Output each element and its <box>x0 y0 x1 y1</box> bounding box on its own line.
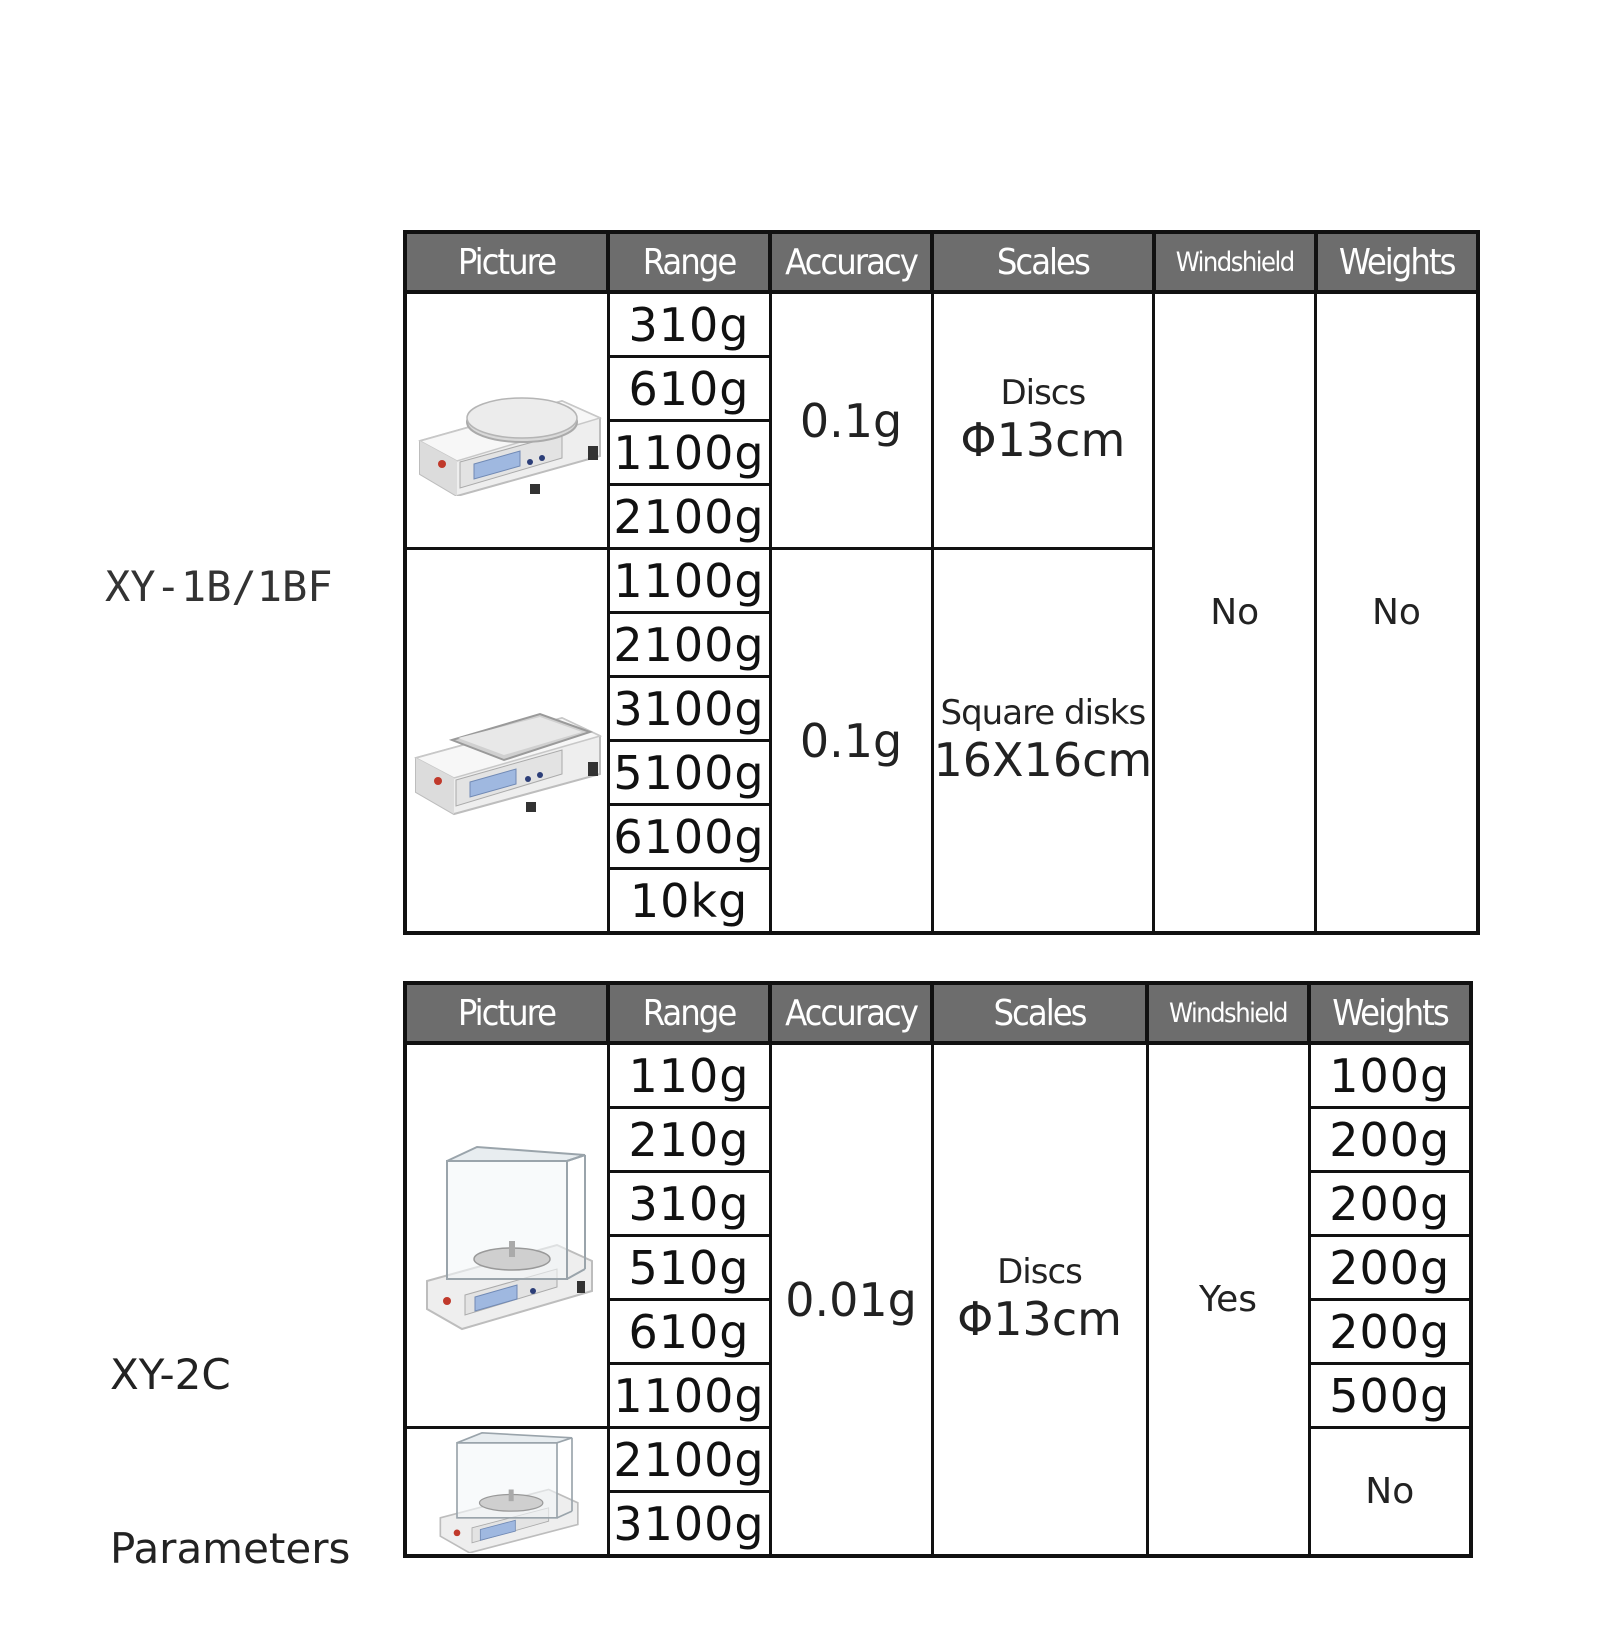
header-weights: Weights <box>1307 981 1473 1045</box>
range-cell: 510g <box>606 1234 772 1301</box>
range-cell: 610g <box>606 1298 772 1365</box>
table-row: 210g 200g <box>405 1106 1473 1173</box>
table-row: 510g 200g <box>405 1234 1473 1301</box>
table-row: 1100g 0.1g Square disks 16X16cm <box>403 547 1478 935</box>
range-cell: 3100g <box>606 1490 772 1558</box>
header-picture: Picture <box>403 230 610 294</box>
range-cell: 210g <box>606 1106 772 1173</box>
windshield-scale-icon <box>425 1145 593 1330</box>
table-row: 310g 0.1g Discs Φ13cm No No <box>403 290 1480 935</box>
range-cell: 1100g <box>606 419 772 486</box>
scales-cell: Square disks 16X16cm <box>930 547 1156 935</box>
range-cell: 310g <box>606 290 772 358</box>
table-row: 310g 200g <box>405 1170 1473 1237</box>
range-cell: 10kg <box>606 867 772 935</box>
scales-size: 16X16cm <box>933 733 1153 788</box>
table-row: 3100g <box>405 1490 1471 1558</box>
header-picture: Picture <box>403 981 610 1045</box>
model-label-xy-2c-line2: Parameters <box>110 1524 351 1573</box>
accuracy-cell: 0.1g <box>768 547 934 935</box>
model-label-xy-2c-line1: XY-2C <box>110 1350 231 1399</box>
range-cell: 1100g <box>606 1362 772 1429</box>
picture-cell <box>403 290 610 550</box>
scales-type: Discs <box>997 1251 1083 1292</box>
range-cell: 2100g <box>606 483 772 550</box>
range-cell: 2100g <box>606 611 772 678</box>
weight-cell: 200g <box>1307 1298 1473 1365</box>
table-row: 110g 0.01g Discs Φ13cm Yes 100g <box>403 1041 1473 1558</box>
scales-size: Φ13cm <box>957 1292 1122 1347</box>
table-row: 3100g <box>405 675 1478 742</box>
weight-cell: No <box>1307 1426 1473 1558</box>
header-windshield: Windshield <box>1145 981 1311 1045</box>
spec-table-xy-1b: Picture Range Accuracy Scales Windshield… <box>403 230 1480 935</box>
table-row: 1100g <box>405 419 1478 486</box>
model-label-xy-2c: XY-2C Parameters <box>110 1230 350 1636</box>
range-cell: 610g <box>606 355 772 422</box>
accuracy-cell: 0.1g <box>768 290 934 550</box>
table-row: 2100g <box>405 483 1478 550</box>
header-range: Range <box>606 981 772 1045</box>
weight-cell: 200g <box>1307 1234 1473 1301</box>
weights-cell: No <box>1314 290 1480 935</box>
round-pan-scale-icon <box>417 396 602 496</box>
range-cell: 3100g <box>606 675 772 742</box>
table-row: 2100g <box>405 611 1478 678</box>
windshield-cell: Yes <box>1145 1041 1311 1558</box>
header-weights: Weights <box>1313 230 1480 294</box>
weight-cell: 100g <box>1307 1041 1473 1109</box>
windshield-cell: No <box>1152 290 1318 935</box>
table-row: 6100g <box>405 803 1478 870</box>
range-cell: 5100g <box>606 739 772 806</box>
weight-cell: 200g <box>1307 1106 1473 1173</box>
model-label-xy-1b: XY-1B/1BF <box>105 562 333 611</box>
picture-cell <box>403 1041 610 1429</box>
table-row: 1100g 500g <box>405 1362 1473 1429</box>
scales-type: Discs <box>1000 372 1086 413</box>
range-cell: 310g <box>606 1170 772 1237</box>
table-row: 610g 200g <box>405 1298 1473 1365</box>
square-pan-scale-icon <box>413 712 602 815</box>
scales-size: Φ13cm <box>960 413 1126 468</box>
table-row: 2100g No <box>403 1426 1473 1558</box>
range-cell: 2100g <box>606 1426 772 1493</box>
table-row: 610g <box>405 355 1478 422</box>
header-accuracy: Accuracy <box>768 230 934 294</box>
range-cell: 6100g <box>606 803 772 870</box>
header-scales: Scales <box>930 230 1156 294</box>
range-cell: 1100g <box>606 547 772 614</box>
picture-cell <box>403 547 610 935</box>
weight-cell: 200g <box>1307 1170 1473 1237</box>
range-cell: 110g <box>606 1041 772 1109</box>
table-row: 5100g <box>405 739 1478 806</box>
weight-cell: 500g <box>1307 1362 1473 1429</box>
scales-cell: Discs Φ13cm <box>930 1041 1149 1558</box>
header-windshield: Windshield <box>1151 230 1318 294</box>
header-accuracy: Accuracy <box>768 981 934 1045</box>
accuracy-cell: 0.01g <box>768 1041 934 1558</box>
spec-table-xy-2c: Picture Range Accuracy Scales Windshield… <box>403 981 1473 1558</box>
windshield-scale-icon <box>439 1431 579 1553</box>
table-row: 10kg <box>405 867 1478 935</box>
scales-cell: Discs Φ13cm <box>930 290 1156 550</box>
header-scales: Scales <box>930 981 1149 1045</box>
picture-cell <box>403 1426 610 1558</box>
header-range: Range <box>606 230 772 294</box>
table-header-row: Picture Range Accuracy Scales Windshield… <box>403 230 1480 294</box>
scales-type: Square disks <box>940 692 1147 733</box>
table-header-row: Picture Range Accuracy Scales Windshield… <box>403 981 1473 1045</box>
